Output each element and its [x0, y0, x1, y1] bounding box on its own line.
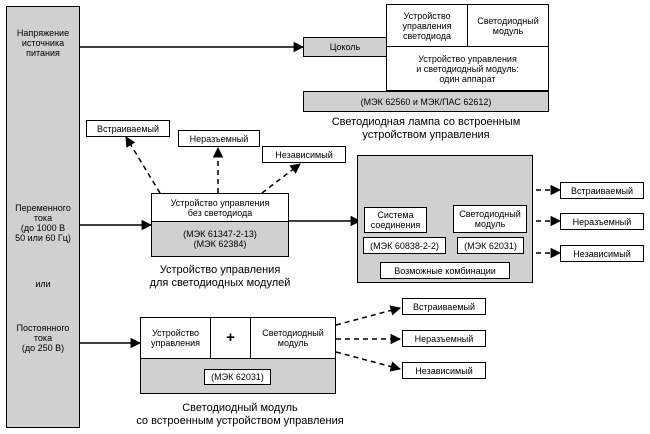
- dash-module-built-in: [335, 305, 402, 326]
- comb-type-non-removable-label: Неразъемный: [572, 216, 632, 227]
- control-gear-caption: Устройство управления для светодиодных м…: [149, 264, 291, 289]
- lamp-led-module-box: [467, 4, 549, 47]
- std-module-label: (МЭК 62031): [464, 240, 517, 251]
- lamp-control-device-label: Устройство управления светодиода: [402, 10, 452, 41]
- dash-gear-independent: [261, 163, 301, 194]
- lamp-led-module-label: Светодиодный модуль: [477, 15, 539, 36]
- integrated-standard-label: (МЭК 62031): [211, 372, 264, 382]
- integrated-standard-box: [204, 369, 271, 385]
- integrated-plus-box: [210, 317, 251, 359]
- connection-system-box: [364, 207, 427, 233]
- module-type-built-in: [402, 298, 486, 315]
- gear-type-non-removable: [178, 130, 260, 147]
- lamp-single-unit-box: [386, 46, 549, 91]
- control-gear-standard-box: [151, 221, 289, 257]
- gear-type-built-in: [86, 120, 170, 137]
- comb-led-module-box: [453, 205, 527, 233]
- integrated-control-device-label: Устройство управления: [150, 328, 201, 348]
- dc-label: Постоянного тока (до 250 В): [16, 323, 70, 353]
- lamp-standard-box: [303, 91, 549, 112]
- gear-type-built-in-label: Встраиваемый: [96, 123, 160, 134]
- lamp-control-device-box: [386, 4, 468, 47]
- combinations-caption-box: [380, 262, 510, 279]
- dash-gear-built-in: [125, 136, 161, 194]
- ac-label: Переменного тока (до 1000 В 50 или 60 Гц…: [15, 203, 71, 243]
- integrated-plus-label: +: [226, 329, 235, 346]
- gear-type-independent: [262, 146, 346, 163]
- control-gear-standards: (МЭК 61347-2-13) (МЭК 62384): [183, 229, 257, 249]
- comb-type-independent: [560, 245, 644, 262]
- module-type-independent-label: Независимый: [415, 365, 473, 376]
- gear-type-non-removable-label: Неразъемный: [189, 133, 249, 144]
- lamp-single-unit-label: Устройство управления и светодиодный мод…: [416, 53, 519, 84]
- comb-type-non-removable: [560, 213, 644, 230]
- comb-type-built-in: [560, 182, 644, 199]
- supply-voltage-label: Напряжение источника питания: [16, 28, 70, 58]
- power-supply-panel: [6, 6, 80, 428]
- comb-type-built-in-label: Встраиваемый: [570, 185, 634, 196]
- combinations-caption: Возможные комбинации: [394, 265, 496, 276]
- integrated-led-module-label: Светодиодный модуль: [262, 328, 324, 348]
- std-module-box: [457, 237, 524, 254]
- comb-type-independent-label: Независимый: [573, 248, 631, 259]
- control-gear-box: [151, 193, 289, 222]
- module-type-independent: [402, 362, 486, 379]
- module-type-built-in-label: Встраиваемый: [412, 301, 476, 312]
- or-label: или: [35, 279, 51, 289]
- control-gear-title: Устройство управления без светодиода: [170, 197, 270, 218]
- lamp-base-label: Цоколь: [329, 42, 361, 52]
- lamp-caption: Светодиодная лампа со встроенным устройс…: [331, 116, 521, 141]
- integrated-module-caption: Светодиодный модуль со встроенным устрой…: [136, 402, 344, 427]
- std-connection-label: (МЭК 60838-2-2): [370, 240, 439, 251]
- lamp-standard-label: (МЭК 62560 и МЭК/ПАС 62612): [360, 96, 492, 107]
- integrated-led-module-box: [250, 317, 336, 359]
- integrated-control-device-box: [140, 317, 211, 359]
- module-type-non-removable: [402, 330, 486, 347]
- dash-module-independent: [335, 351, 402, 372]
- gear-type-independent-label: Независимый: [275, 149, 333, 160]
- connection-system-label: Система соединения: [370, 210, 421, 230]
- std-connection-box: [363, 237, 446, 254]
- comb-led-module-label: Светодиодный модуль: [459, 209, 521, 229]
- module-type-non-removable-label: Неразъемный: [414, 333, 474, 344]
